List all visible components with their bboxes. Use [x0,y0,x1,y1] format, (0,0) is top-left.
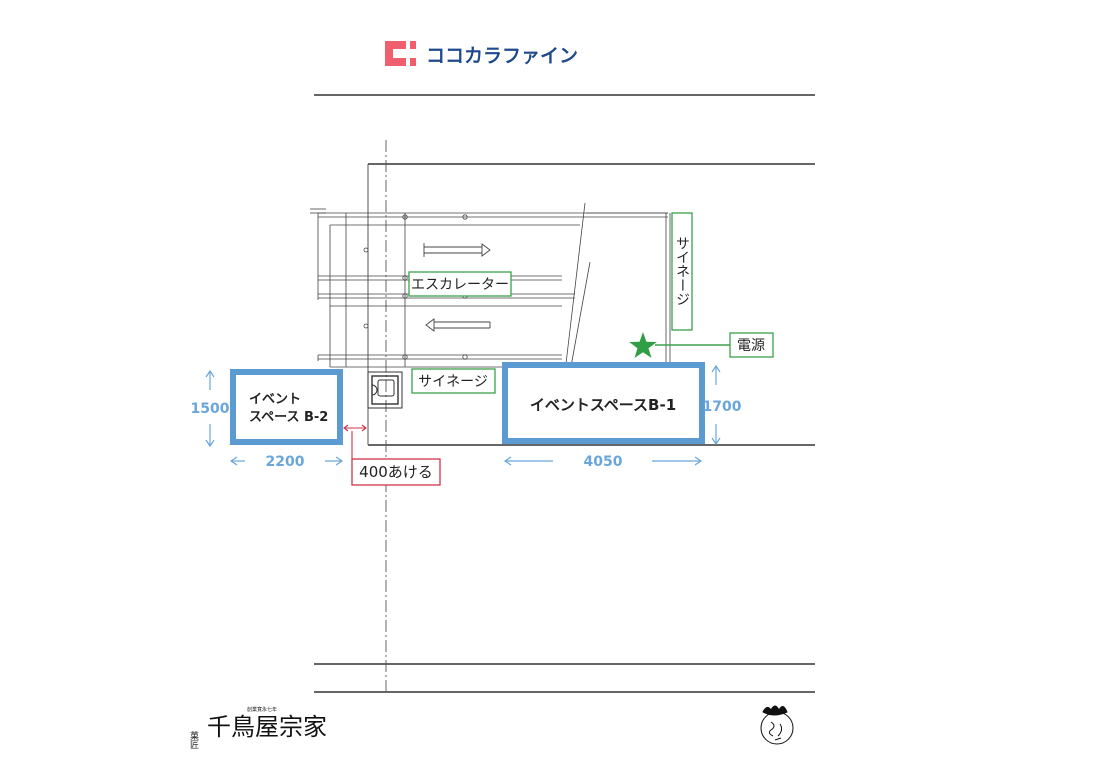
star-icon [629,332,657,358]
seal-icon [760,705,794,745]
fixture-box [367,371,403,409]
power-label: 電源 [737,338,765,354]
signage-vertical-label: サイネージ [674,236,690,306]
footer-left-logo: 菓匠 創業寛永七年 千鳥屋宗家 [188,706,327,749]
event-space-b2 [230,369,343,445]
escalator-label: エスカレーター [411,277,509,293]
brand-logo-text: ココカラファイン [426,45,578,67]
b1-width-dimension [503,456,703,466]
b2-width-value: 2200 [266,454,305,470]
clearance-dimension [343,424,367,459]
b1-depth-value: 1700 [703,399,742,415]
b2-depth-dimension [205,369,215,448]
b1-width-value: 4050 [584,454,623,470]
event-space-b1 [502,362,705,444]
signage-horizontal-label: サイネージ [418,374,488,390]
event-space-b2-label-line2: スペース B-2 [249,410,328,425]
signage-vertical-box [671,212,693,331]
event-space-b1-label: イベントスペースB-1 [530,396,676,414]
b1-depth-dimension [711,364,721,446]
signage-horizontal-box [411,368,496,394]
power-label-box [729,332,774,358]
event-space-b2-label-line1: イベント [249,392,301,407]
b2-width-dimension [229,456,344,466]
wall-lines [314,94,815,693]
clearance-label-box [351,458,441,486]
clearance-label: 400あける [359,463,433,481]
brand-logo: ココカラファイン [385,41,578,67]
arrow-left-icon [425,318,491,332]
footer-left-logo-tiny: 創業寛永七年 [247,706,277,713]
footer-left-logo-text: 千鳥屋宗家 [207,713,327,741]
arrow-right-icon [423,243,491,257]
b2-depth-value: 1500 [191,401,230,417]
escalator-label-box [408,271,512,297]
footer-left-logo-small: 菓匠 [188,730,199,749]
